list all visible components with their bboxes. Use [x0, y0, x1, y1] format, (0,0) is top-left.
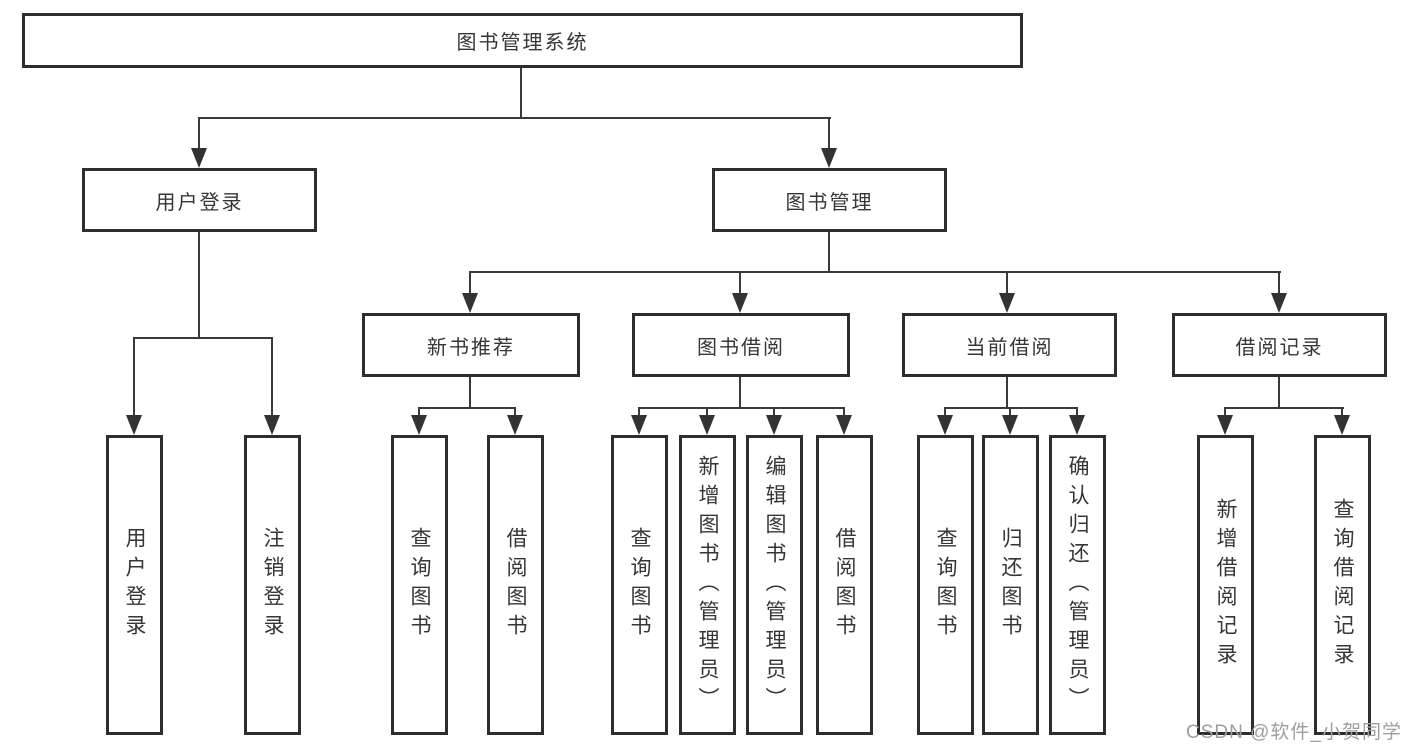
- node-borrowing-records: 借阅记录: [1172, 313, 1387, 377]
- node-label: 当前借阅: [965, 336, 1054, 359]
- connector-line: [739, 377, 741, 409]
- node-label: 用户登录: [155, 191, 244, 214]
- node-label: 图书借阅: [697, 336, 785, 359]
- node-book-borrowing: 图书借阅: [632, 313, 850, 377]
- connector-line: [1224, 407, 1226, 417]
- connector-line: [944, 407, 1078, 409]
- leaf-logout: 注销登录: [244, 435, 301, 735]
- node-user-login: 用户登录: [82, 168, 317, 232]
- connector-line: [1006, 271, 1008, 295]
- connector-line: [469, 271, 1281, 273]
- node-label: 查询图书: [408, 527, 432, 643]
- leaf-user-login: 用户登录: [106, 435, 163, 735]
- connector-line: [469, 377, 471, 409]
- leaf-query-books-recommend: 查询图书: [391, 435, 448, 735]
- connector-line: [828, 232, 830, 273]
- connector-line: [1224, 407, 1344, 409]
- connector-line: [133, 337, 273, 339]
- arrow-down-icon: [766, 415, 782, 435]
- node-label: 确认归还（管理员）: [1066, 454, 1090, 716]
- leaf-borrow-books: 借阅图书: [816, 435, 873, 735]
- arrow-down-icon: [1002, 415, 1018, 435]
- connector-line: [418, 407, 420, 417]
- connector-line: [638, 407, 845, 409]
- arrow-down-icon: [462, 293, 478, 313]
- node-library-management-system: 图书管理系统: [22, 13, 1023, 68]
- node-label: 查询借阅记录: [1331, 498, 1355, 672]
- arrow-down-icon: [836, 415, 852, 435]
- leaf-query-books-borrow: 查询图书: [611, 435, 668, 735]
- leaf-return-books: 归还图书: [982, 435, 1039, 735]
- arrow-down-icon: [999, 293, 1015, 313]
- node-label: 借阅图书: [833, 527, 857, 643]
- node-label: 新书推荐: [427, 336, 515, 359]
- connector-line: [773, 407, 775, 417]
- connector-line: [1341, 407, 1343, 417]
- node-book-management: 图书管理: [712, 168, 947, 232]
- leaf-query-borrow-record: 查询借阅记录: [1314, 435, 1371, 735]
- leaf-query-books-current: 查询图书: [917, 435, 974, 735]
- connector-line: [944, 407, 946, 417]
- connector-line: [843, 407, 845, 417]
- connector-line: [1278, 271, 1280, 295]
- arrow-down-icon: [631, 415, 647, 435]
- arrow-down-icon: [1069, 415, 1085, 435]
- node-label: 新增借阅记录: [1214, 498, 1238, 672]
- leaf-add-borrow-record: 新增借阅记录: [1197, 435, 1254, 735]
- leaf-confirm-return-admin: 确认归还（管理员）: [1049, 435, 1106, 735]
- node-label: 新增图书（管理员）: [696, 454, 720, 716]
- node-label: 编辑图书（管理员）: [763, 454, 787, 716]
- arrow-down-icon: [507, 415, 523, 435]
- connector-line: [514, 407, 516, 417]
- node-label: 借阅记录: [1235, 336, 1324, 359]
- arrow-down-icon: [411, 415, 427, 435]
- leaf-edit-books-admin: 编辑图书（管理员）: [746, 435, 803, 735]
- node-label: 图书管理系统: [456, 32, 589, 54]
- arrow-down-icon: [1271, 293, 1287, 313]
- arrow-down-icon: [126, 415, 142, 435]
- connector-line: [638, 407, 640, 417]
- connector-line: [198, 117, 200, 150]
- arrow-down-icon: [264, 415, 280, 435]
- arrow-down-icon: [191, 148, 207, 168]
- connector-line: [828, 117, 830, 150]
- connector-line: [706, 407, 708, 417]
- leaf-borrow-books-recommend: 借阅图书: [487, 435, 544, 735]
- node-label: 注销登录: [261, 527, 285, 643]
- node-label: 用户登录: [123, 527, 147, 643]
- node-label: 查询图书: [628, 527, 652, 643]
- connector-line: [198, 117, 831, 119]
- node-label: 借阅图书: [504, 527, 528, 643]
- arrow-down-icon: [699, 415, 715, 435]
- leaf-add-books-admin: 新增图书（管理员）: [679, 435, 736, 735]
- connector-line: [469, 271, 471, 295]
- connector-line: [1278, 377, 1280, 409]
- arrow-down-icon: [821, 148, 837, 168]
- node-label: 查询图书: [934, 527, 958, 643]
- connector-line: [1006, 377, 1008, 409]
- arrow-down-icon: [732, 293, 748, 313]
- arrow-down-icon: [1334, 415, 1350, 435]
- arrow-down-icon: [937, 415, 953, 435]
- connector-line: [739, 271, 741, 295]
- watermark: CSDN @软件_小贺同学: [1186, 722, 1402, 743]
- connector-line: [418, 407, 516, 409]
- connector-line: [198, 232, 200, 338]
- node-label: 归还图书: [999, 527, 1023, 643]
- node-current-borrowing: 当前借阅: [902, 313, 1117, 377]
- connector-line: [271, 337, 273, 417]
- connector-line: [520, 68, 522, 118]
- connector-line: [1009, 407, 1011, 417]
- arrow-down-icon: [1217, 415, 1233, 435]
- connector-line: [133, 337, 135, 417]
- node-new-book-recommendation: 新书推荐: [362, 313, 580, 377]
- connector-line: [1076, 407, 1078, 417]
- node-label: 图书管理: [785, 191, 874, 214]
